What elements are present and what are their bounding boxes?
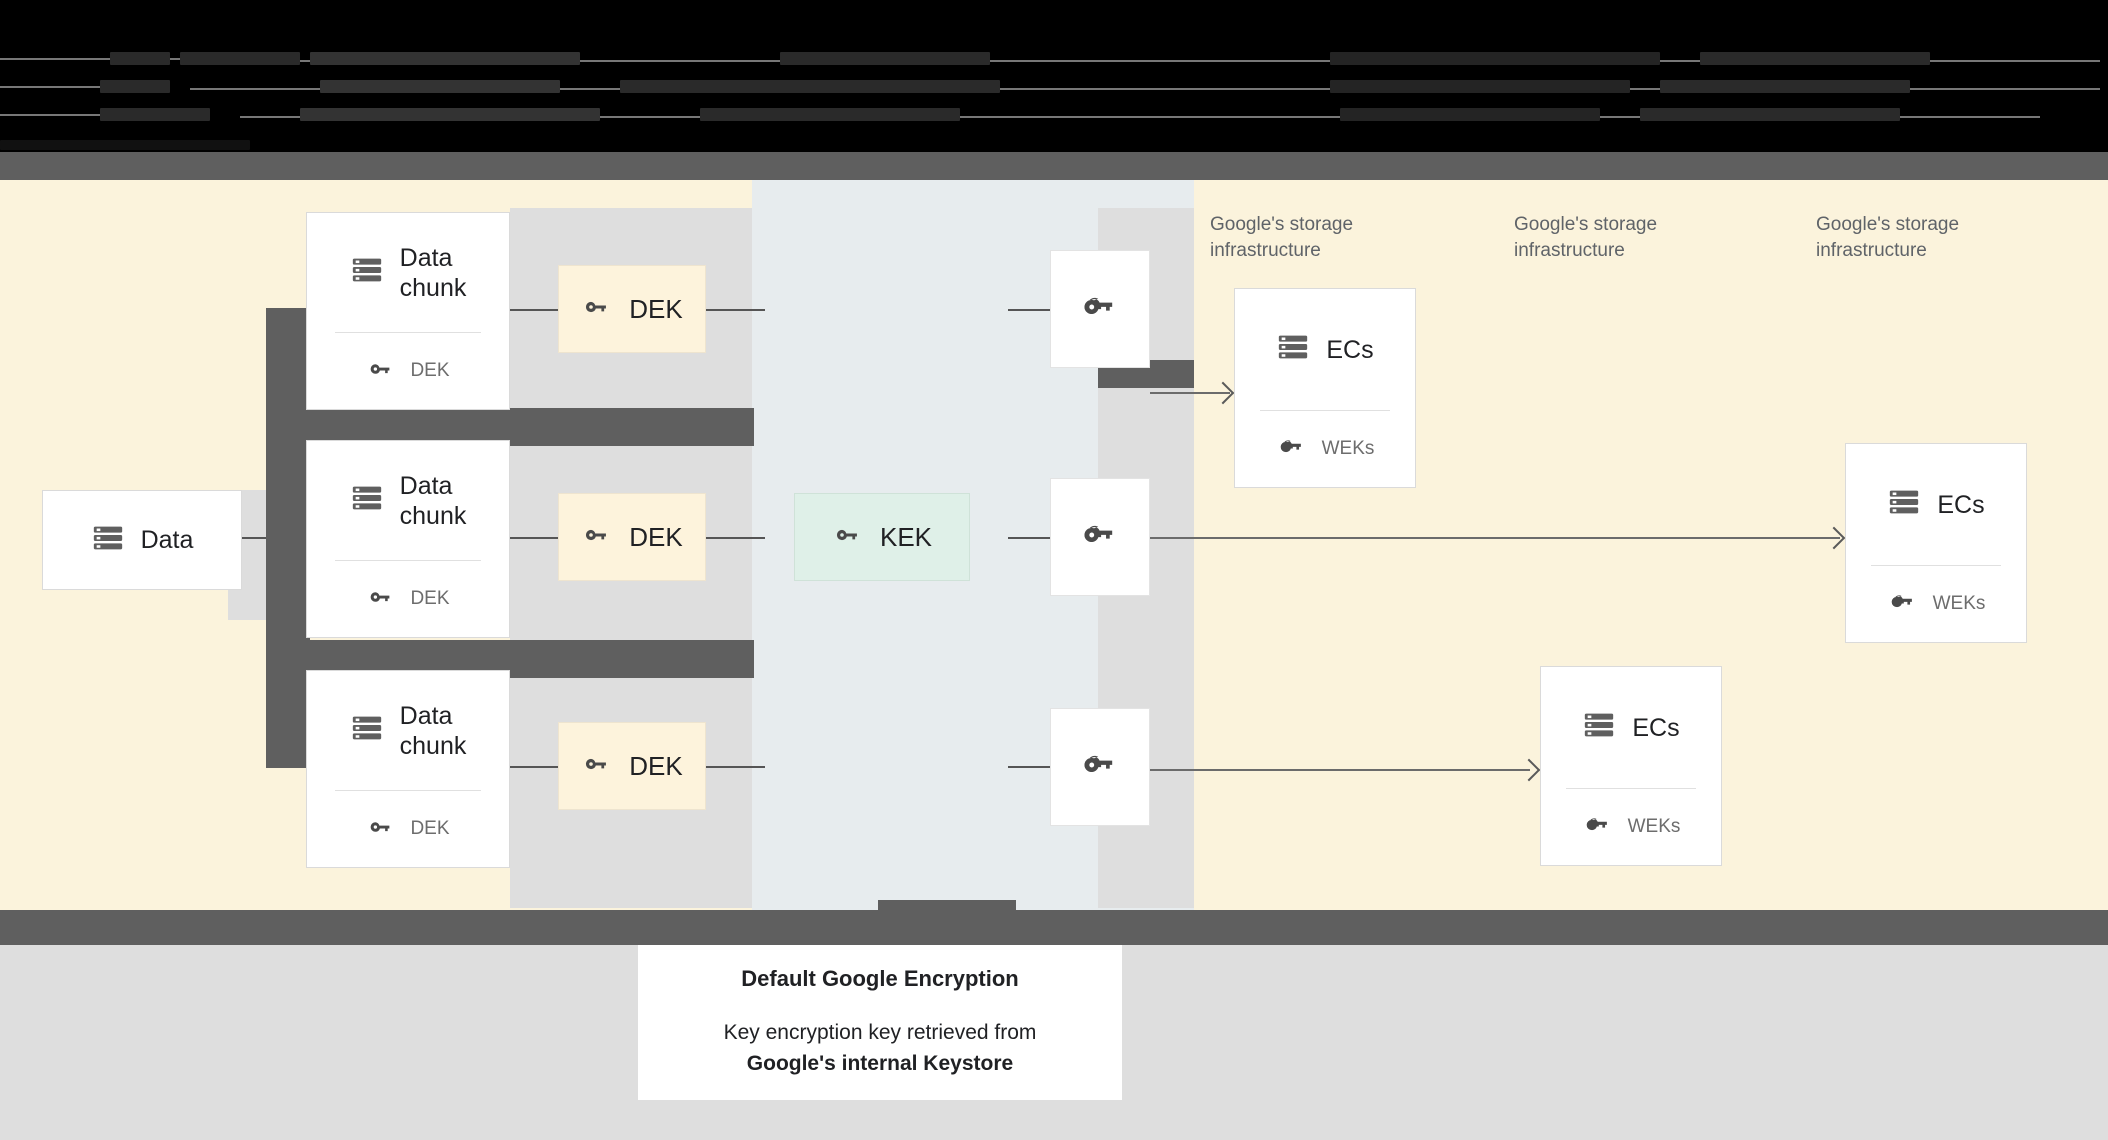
chunk-1-label: Data chunk bbox=[399, 243, 467, 302]
data-source-card[interactable]: Data bbox=[42, 490, 242, 590]
dek-box-2[interactable]: DEK bbox=[558, 493, 706, 581]
connector-kek-to-wrapped2 bbox=[1008, 537, 1050, 539]
data-source-row: Data bbox=[43, 491, 241, 589]
ecs-2-divider bbox=[1566, 788, 1696, 789]
arrow-line-row2 bbox=[1150, 537, 1840, 539]
chunk-2-divider bbox=[335, 560, 481, 561]
ecs-1-title-row: ECs bbox=[1235, 289, 1415, 410]
wrapped-key-icon bbox=[1078, 513, 1122, 562]
storage-infra-label-3: Google's storage infrastructure bbox=[1816, 214, 1960, 261]
connector-chunk2-dek2 bbox=[505, 537, 560, 539]
chunk-3-title-row: Data chunk bbox=[307, 671, 509, 790]
chunk-1-key-label: DEK bbox=[410, 360, 450, 381]
wrapped-key-tile-3[interactable] bbox=[1050, 708, 1150, 826]
top-separator-band bbox=[0, 152, 2108, 180]
connector-chunk3-dek3 bbox=[505, 766, 560, 768]
dek-box-1[interactable]: DEK bbox=[558, 265, 706, 353]
wrapped-key-icon bbox=[1276, 431, 1308, 468]
storage-infra-label-2: Google's storage infrastructure bbox=[1514, 214, 1658, 261]
chunk-1-key-row: DEK bbox=[307, 333, 509, 409]
bottom-separator-band bbox=[0, 910, 2108, 945]
chunk-3-label: Data chunk bbox=[399, 701, 467, 760]
occlusion-bar-kek-bottom bbox=[878, 900, 1016, 912]
chunk-3-key-row: DEK bbox=[307, 791, 509, 867]
connector-dek2-out bbox=[705, 537, 765, 539]
ecs-3-label: ECs bbox=[1937, 490, 1985, 519]
ecs-card-3[interactable]: ECs WEKs bbox=[1845, 443, 2027, 643]
chunk-3-divider bbox=[335, 790, 481, 791]
ecs-3-divider bbox=[1871, 565, 2001, 566]
caption-body: Key encryption key retrieved from Google… bbox=[724, 1018, 1037, 1079]
ecs-2-key-row: WEKs bbox=[1541, 789, 1721, 865]
storage-icon bbox=[1582, 708, 1616, 747]
data-chunk-card-2[interactable]: Data chunk DEK bbox=[306, 440, 510, 638]
ecs-1-label: ECs bbox=[1326, 335, 1374, 364]
chunk-2-key-row: DEK bbox=[307, 561, 509, 637]
chunk-3-key-label: DEK bbox=[410, 818, 450, 839]
arrow-line-row1 bbox=[1150, 392, 1230, 394]
wrapped-key-tile-2[interactable] bbox=[1050, 478, 1150, 596]
caption-line-2: Google's internal Keystore bbox=[746, 1051, 1014, 1075]
storage-icon bbox=[1276, 330, 1310, 369]
occlusion-bar-row1 bbox=[266, 408, 754, 446]
key-icon bbox=[832, 519, 864, 556]
dek-box-1-label: DEK bbox=[629, 293, 683, 324]
caption-line-1: Key encryption key retrieved from bbox=[723, 1021, 1037, 1045]
wrapped-key-icon bbox=[1887, 586, 1919, 623]
wrapped-key-tile-1[interactable] bbox=[1050, 250, 1150, 368]
data-chunk-card-3[interactable]: Data chunk DEK bbox=[306, 670, 510, 868]
ecs-card-2[interactable]: ECs WEKs bbox=[1540, 666, 1722, 866]
ecs-2-title-row: ECs bbox=[1541, 667, 1721, 788]
storage-icon bbox=[91, 521, 125, 560]
kek-box[interactable]: KEK bbox=[794, 493, 970, 581]
ecs-1-key-row: WEKs bbox=[1235, 411, 1415, 487]
dek-box-2-label: DEK bbox=[629, 521, 683, 552]
dek-box-3[interactable]: DEK bbox=[558, 722, 706, 810]
storage-icon bbox=[350, 253, 384, 292]
ecs-3-title-row: ECs bbox=[1846, 444, 2026, 565]
caption-card: Default Google Encryption Key encryption… bbox=[638, 945, 1122, 1100]
chunk-2-label: Data chunk bbox=[399, 471, 467, 530]
storage-icon bbox=[1887, 485, 1921, 524]
wrapped-key-icon bbox=[1078, 743, 1122, 792]
chunk-1-divider bbox=[335, 332, 481, 333]
ecs-1-key-label: WEKs bbox=[1321, 438, 1375, 459]
connector-dek1-out bbox=[705, 309, 765, 311]
ecs-2-key-label: WEKs bbox=[1627, 816, 1681, 837]
connector-to-wrapped1 bbox=[1008, 309, 1050, 311]
key-icon bbox=[581, 519, 613, 556]
arrow-line-row3 bbox=[1150, 769, 1530, 771]
connector-dek3-out bbox=[705, 766, 765, 768]
chunk-1-title-row: Data chunk bbox=[307, 213, 509, 332]
ecs-3-key-row: WEKs bbox=[1846, 566, 2026, 642]
storage-infra-label-1: Google's storage infrastructure bbox=[1210, 214, 1354, 261]
key-icon bbox=[366, 582, 396, 617]
ecs-2-label: ECs bbox=[1632, 713, 1680, 742]
chunk-2-title-row: Data chunk bbox=[307, 441, 509, 560]
key-icon bbox=[366, 812, 396, 847]
key-icon bbox=[581, 291, 613, 328]
key-icon bbox=[366, 354, 396, 389]
dek-box-3-label: DEK bbox=[629, 750, 683, 781]
storage-icon bbox=[350, 711, 384, 750]
chunk-2-key-label: DEK bbox=[410, 588, 450, 609]
wrapped-key-icon bbox=[1582, 809, 1614, 846]
data-source-label: Data bbox=[140, 526, 194, 554]
storage-icon bbox=[350, 481, 384, 520]
ecs-card-1[interactable]: ECs WEKs bbox=[1234, 288, 1416, 488]
ecs-3-key-label: WEKs bbox=[1932, 593, 1986, 614]
occlusion-bar-vertical bbox=[266, 308, 310, 768]
caption-title: Default Google Encryption bbox=[741, 966, 1019, 992]
data-chunk-card-1[interactable]: Data chunk DEK bbox=[306, 212, 510, 410]
ecs-1-divider bbox=[1260, 410, 1390, 411]
connector-to-wrapped3 bbox=[1008, 766, 1050, 768]
redacted-header bbox=[0, 0, 2108, 180]
wrapped-key-icon bbox=[1078, 285, 1122, 334]
connector-chunk1-dek1 bbox=[505, 309, 560, 311]
kek-box-label: KEK bbox=[879, 521, 933, 552]
key-icon bbox=[581, 748, 613, 785]
